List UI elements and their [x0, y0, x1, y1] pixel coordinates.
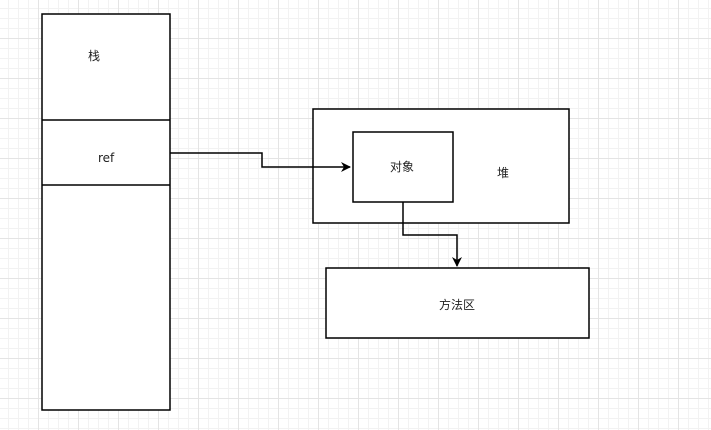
object-box[interactable] [352, 131, 454, 203]
method-area-title: 方法区 [439, 298, 476, 312]
method-area-box[interactable] [325, 267, 590, 339]
heap-title: 堆 [497, 166, 510, 180]
stack-ref-label: ref [98, 151, 115, 165]
stack-title: 栈 [88, 49, 101, 63]
object-to-method-area-arrow[interactable] [402, 202, 462, 267]
stack-box[interactable] [41, 13, 171, 411]
ref-to-object-arrow[interactable] [170, 152, 351, 172]
object-label: 对象 [390, 160, 415, 174]
